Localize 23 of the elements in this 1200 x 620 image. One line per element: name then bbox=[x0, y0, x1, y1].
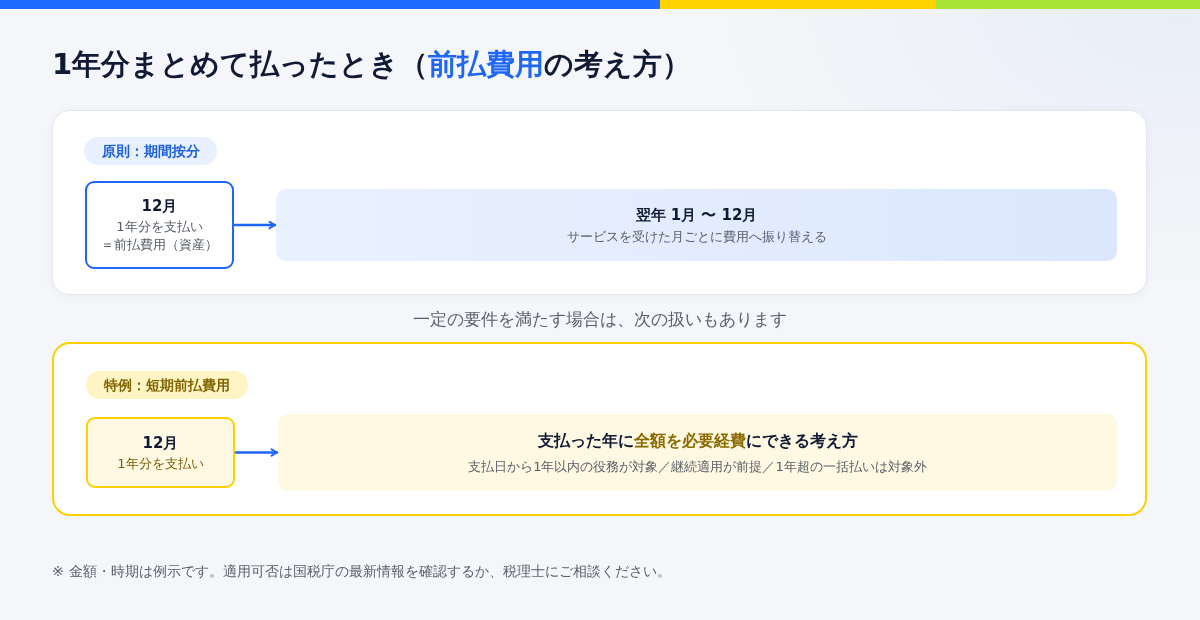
payment-box bbox=[85, 181, 234, 269]
principle-panel bbox=[52, 110, 1147, 295]
category-tag bbox=[86, 371, 248, 399]
month-label: 12月 bbox=[142, 432, 179, 453]
month-label: 12月 bbox=[141, 196, 178, 216]
expense-rule-band bbox=[278, 414, 1117, 491]
arrow bbox=[234, 448, 279, 457]
rule-heading: 支払った年に全額を必要経費にできる考え方 bbox=[537, 429, 858, 452]
tag-text: 原則：期間按分 bbox=[101, 142, 200, 160]
arrow bbox=[233, 220, 277, 230]
page-title: 1年分まとめて払ったとき（前払費用の考え方） bbox=[52, 46, 692, 83]
rule-conditions: 支払日から1年以内の役務が対象／継続適用が前提／1年超の一括払いは対象外 bbox=[468, 457, 927, 476]
footnote: ※ 金額・時期は例示です。適用可否は国税庁の最新情報を確認するか、税理士にご相談ください。 bbox=[52, 562, 671, 581]
transition-note: 一定の要件を満たす場合は、次の扱いもあります bbox=[413, 309, 787, 331]
payment-box bbox=[86, 417, 235, 488]
payment-note: 1年分を支払い bbox=[117, 454, 204, 473]
tag-text: 特例：短期前払費用 bbox=[104, 376, 230, 394]
expense-period-band bbox=[276, 189, 1117, 261]
asset-note: ＝前払費用（資産） bbox=[101, 236, 218, 254]
period-heading: 翌年 1月 〜 12月 bbox=[635, 204, 758, 225]
period-description: サービスを受けた月ごとに費用へ振り替える bbox=[566, 227, 827, 246]
payment-note: 1年分を支払い bbox=[116, 218, 203, 236]
exception-panel bbox=[52, 342, 1147, 516]
